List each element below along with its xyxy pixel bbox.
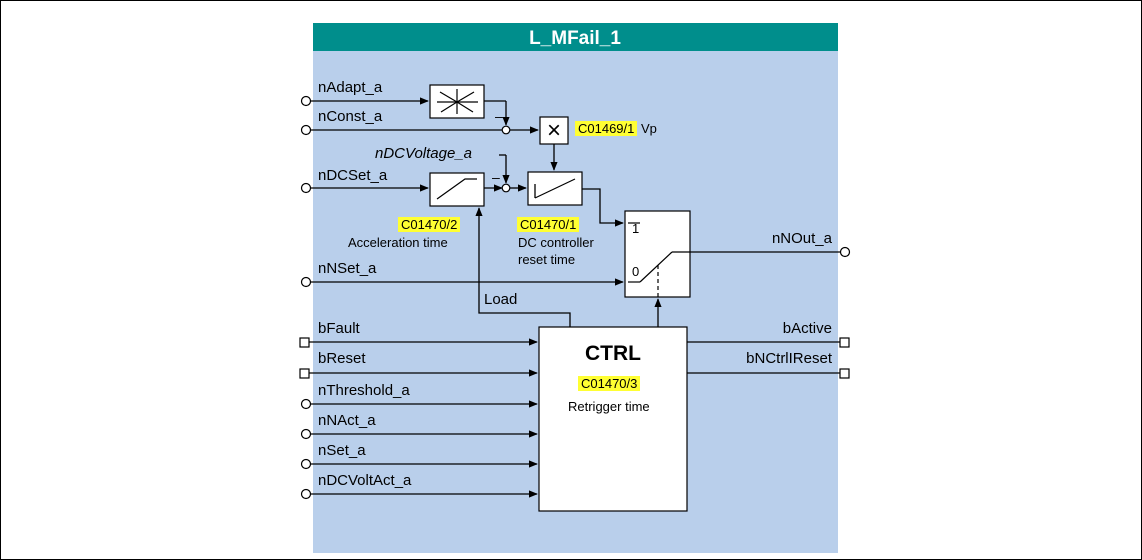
port-bActive[interactable] [839, 337, 850, 348]
multiply-block [539, 116, 569, 145]
port-nDCVoltAct_a[interactable] [300, 488, 312, 500]
dc-controller-icon [534, 178, 576, 199]
param-retrigger-highlight [578, 376, 640, 391]
multiply-symbol: × [547, 117, 561, 144]
port-bNCtrlIReset[interactable] [839, 368, 850, 379]
ramp-icon [436, 178, 477, 200]
param-vp-highlight [575, 121, 637, 136]
param-retrigger-code: C01470/3 [581, 376, 637, 391]
label-bActive: bActive [783, 320, 832, 337]
minus-sign-1: – [495, 108, 503, 124]
param-accel-code: C01470/2 [401, 217, 457, 232]
sum-point-2 [501, 183, 511, 193]
ctrl-block [538, 326, 688, 512]
label-nConst_a: nConst_a [318, 108, 383, 125]
label-nNAct_a: nNAct_a [318, 412, 376, 429]
switch-input-1: 1 [632, 221, 639, 236]
label-bFault: bFault [318, 320, 361, 337]
sum-point-1 [501, 125, 511, 135]
ramp-generator-block [429, 172, 485, 207]
param-vp-code: C01469/1 [578, 121, 634, 136]
port-nNSet_a[interactable] [300, 276, 312, 288]
param-dc-code: C01470/1 [520, 217, 576, 232]
port-bFault[interactable] [299, 337, 310, 348]
port-nSet_a[interactable] [300, 458, 312, 470]
dc-controller-block [527, 171, 583, 206]
param-dc-label-2: reset time [518, 252, 575, 267]
param-dc-label-1: DC controller [518, 235, 595, 250]
label-nAdapt_a: nAdapt_a [318, 79, 383, 96]
port-nAdapt_a[interactable] [300, 95, 312, 107]
port-nConst_a[interactable] [300, 124, 312, 136]
minus-sign-2: – [492, 169, 500, 185]
ctrl-title: CTRL [585, 342, 641, 365]
port-nDCSet_a[interactable] [300, 182, 312, 194]
block-title: L_MFail_1 [529, 28, 621, 49]
label-load: Load [484, 291, 517, 308]
label-bNCtrlIReset: bNCtrlIReset [746, 350, 833, 367]
port-nThreshold_a[interactable] [300, 398, 312, 410]
port-bReset[interactable] [299, 368, 310, 379]
characteristic-icon [437, 89, 478, 114]
label-nDCVoltAct_a: nDCVoltAct_a [318, 472, 412, 489]
switch-input-0: 0 [632, 264, 639, 279]
param-accel-label: Acceleration time [348, 235, 448, 250]
label-nNOut_a: nNOut_a [772, 230, 833, 247]
block-header [313, 23, 838, 51]
label-nSet_a: nSet_a [318, 442, 366, 459]
param-dc-highlight [517, 217, 579, 232]
label-nDCSet_a: nDCSet_a [318, 167, 388, 184]
label-nNSet_a: nNSet_a [318, 260, 377, 277]
port-nNAct_a[interactable] [300, 428, 312, 440]
param-accel-highlight [398, 217, 460, 232]
param-retrigger-label: Retrigger time [568, 399, 650, 414]
label-nDCVoltage_a: nDCVoltage_a [375, 145, 472, 162]
label-bReset: bReset [318, 350, 366, 367]
param-vp-label: Vp [641, 121, 657, 136]
port-nNOut_a[interactable] [839, 246, 851, 258]
label-nThreshold_a: nThreshold_a [318, 382, 410, 399]
switch-icon [628, 222, 690, 297]
